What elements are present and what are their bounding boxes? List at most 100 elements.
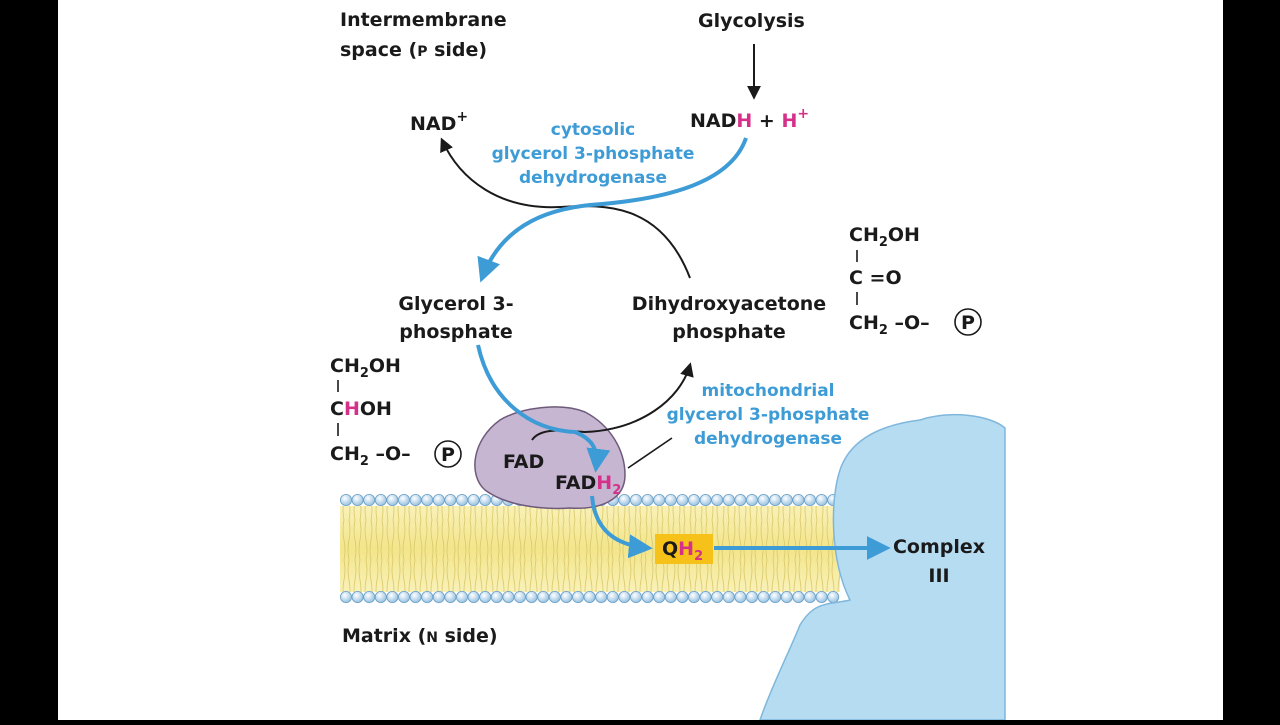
membrane-bead — [641, 493, 654, 506]
membrane-bead — [804, 591, 817, 604]
membrane-bead — [525, 591, 538, 604]
membrane-bead — [409, 493, 422, 506]
dhap-row1: CH2OH — [849, 224, 920, 250]
fad-to-dhap-arrow — [531, 362, 694, 441]
membrane-bead — [351, 493, 364, 506]
membrane-bead — [757, 493, 770, 506]
membrane-bead — [409, 591, 422, 604]
membrane-bead — [746, 493, 759, 506]
mito-enzyme-pointer — [627, 437, 673, 469]
membrane-bead — [479, 493, 492, 506]
membrane-bead — [792, 493, 805, 506]
membrane-bead — [502, 591, 515, 604]
membrane-bead — [537, 591, 550, 604]
membrane-bead — [630, 493, 643, 506]
membrane-bead — [653, 591, 666, 604]
membrane-bead — [711, 591, 724, 604]
membrane-bead — [374, 591, 387, 604]
dhap-structure: CH2OH C =O CH2 –O– P — [849, 224, 982, 338]
membrane-bead — [444, 493, 457, 506]
nad-regeneration-arrow — [440, 137, 691, 279]
membrane-bead — [339, 493, 352, 506]
membrane-bead — [722, 493, 735, 506]
g3p-label-line1: Glycerol 3- — [398, 293, 513, 315]
membrane-bead — [676, 493, 689, 506]
page-panel — [58, 0, 1223, 720]
membrane-bead — [455, 493, 468, 506]
g3p-row2: CHOH — [330, 398, 392, 420]
membrane-bead — [374, 493, 387, 506]
membrane-bead — [641, 591, 654, 604]
intermembrane-label-line1: Intermembrane — [340, 9, 507, 31]
dhap-label-line1: Dihydroxyacetone — [632, 293, 826, 315]
membrane-bead — [339, 591, 352, 604]
fad-label: FAD — [503, 451, 544, 473]
cytosolic-label-line3: dehydrogenase — [519, 168, 667, 188]
membrane-bead — [688, 493, 701, 506]
membrane-bead — [595, 591, 608, 604]
membrane-bead — [572, 591, 585, 604]
membrane-bead — [746, 591, 759, 604]
g3p-phosphate-circle — [434, 440, 462, 468]
g3p-label-line2: phosphate — [399, 321, 512, 343]
cytosolic-electron-arrow — [477, 137, 748, 283]
membrane-bead — [444, 591, 457, 604]
membrane-bead — [363, 591, 376, 604]
membrane-bead — [664, 493, 677, 506]
fadh2-label: FADH2 — [555, 472, 621, 498]
nad-plus-label: NAD+ — [410, 109, 468, 135]
membrane-bead — [711, 493, 724, 506]
qh2-label: QH2 — [662, 538, 703, 564]
mito-label-line2: glycerol 3-phosphate — [667, 405, 870, 425]
glycolysis-label: Glycolysis — [698, 10, 805, 32]
qh2-box — [655, 534, 713, 564]
membrane-bead — [815, 493, 828, 506]
membrane-bead — [455, 591, 468, 604]
cytosolic-label-line2: glycerol 3-phosphate — [492, 144, 695, 164]
membrane-head-groups-bottom — [339, 591, 840, 604]
membrane-bead — [769, 493, 782, 506]
complex-iii-protein — [758, 414, 1006, 721]
membrane-bead — [827, 591, 840, 604]
membrane-bead — [734, 591, 747, 604]
membrane-bead — [490, 591, 503, 604]
membrane-bead — [467, 591, 480, 604]
g3p-row1: CH2OH — [330, 355, 401, 381]
fadh2-to-q-arrow — [590, 495, 653, 559]
membrane-bead — [699, 493, 712, 506]
membrane-bead — [804, 493, 817, 506]
membrane-bead — [688, 591, 701, 604]
complex-iii-label-line1: Complex — [893, 536, 985, 558]
membrane-bead — [397, 591, 410, 604]
dhap-phosphate-circle — [954, 308, 982, 336]
membrane-bead — [606, 591, 619, 604]
membrane-bead — [618, 591, 631, 604]
membrane-bead — [467, 493, 480, 506]
membrane-bead — [386, 493, 399, 506]
dhap-phosphate-p: P — [961, 312, 975, 334]
membrane-bead — [699, 591, 712, 604]
membrane-bead — [734, 493, 747, 506]
membrane-bead — [664, 591, 677, 604]
membrane-bead — [397, 493, 410, 506]
dhap-row3: CH2 –O– — [849, 312, 930, 338]
membrane-bead — [363, 493, 376, 506]
intermembrane-label-line2: space (P side) — [340, 39, 487, 61]
membrane-bead — [514, 591, 527, 604]
membrane-bead — [351, 591, 364, 604]
membrane-bead — [792, 591, 805, 604]
membrane-bead — [583, 591, 596, 604]
cytosolic-label-line1: cytosolic — [551, 120, 636, 140]
membrane-bead — [722, 591, 735, 604]
membrane-bead — [653, 493, 666, 506]
g3p-row3: CH2 –O– — [330, 443, 411, 469]
mito-label-line1: mitochondrial — [702, 381, 835, 401]
mito-label-line3: dehydrogenase — [694, 429, 842, 449]
membrane-bead — [630, 591, 643, 604]
membrane-bead — [479, 591, 492, 604]
g3p-phosphate-p: P — [441, 444, 455, 466]
membrane-bead — [432, 493, 445, 506]
membrane-bead — [757, 591, 770, 604]
